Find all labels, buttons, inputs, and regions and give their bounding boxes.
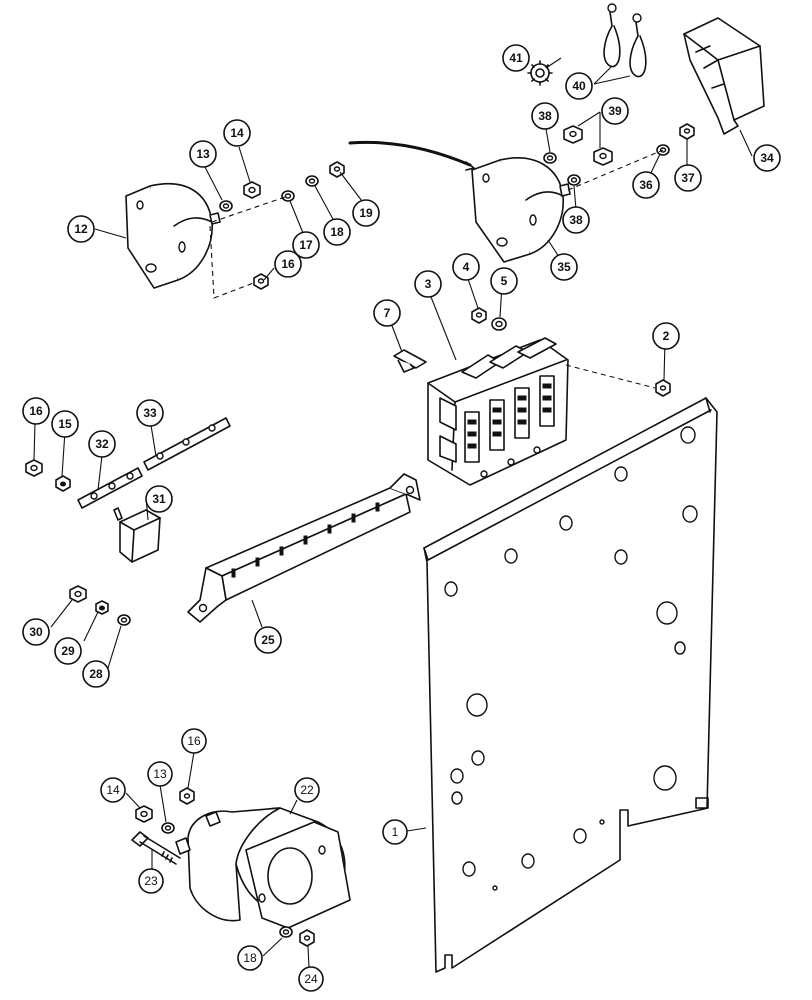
bolt [131,831,181,865]
callout-label: 41 [509,51,523,65]
callout-label: 16 [29,404,43,418]
callout-15: 15 [51,410,79,438]
callout-label: 33 [143,406,157,420]
jumper-bar-32 [77,467,143,509]
callout-37: 37 [674,164,702,192]
callout-label: 35 [557,260,571,274]
callout-3: 3 [414,270,442,298]
callout-label: 29 [61,644,75,658]
callout-22: 22 [294,777,320,803]
callout-label: 12 [74,222,88,236]
callout-label: 38 [538,109,552,123]
callout-label: 30 [29,625,43,639]
callout-label: 16 [281,257,295,271]
callout-label: 13 [196,147,210,161]
callout-label: 18 [243,951,257,965]
callout-34: 34 [753,144,781,172]
callout-30: 30 [22,618,50,646]
callout-16c: 16 [181,728,207,754]
callout-label: 37 [681,171,695,185]
bracket-slots [231,502,380,578]
callout-18: 18 [323,218,351,246]
callout-label: 25 [261,633,275,647]
mounting-straps [603,3,647,78]
cable [348,140,472,167]
callout-35: 35 [550,253,578,281]
callout-label: 14 [230,126,244,140]
relay-lower [175,807,351,929]
callout-39: 39 [601,97,629,125]
callout-1: 1 [382,819,408,845]
callout-38b: 38 [562,206,590,234]
callout-label: 13 [153,767,167,781]
callout-label: 23 [144,874,158,888]
callout-24: 24 [298,966,324,992]
hardware [25,123,695,947]
callout-label: 17 [299,238,313,252]
callout-label: 28 [89,667,103,681]
callout-31: 31 [145,485,173,513]
callout-40: 40 [565,72,593,100]
callout-17: 17 [292,231,320,259]
panel-holes [444,426,698,891]
callout-28: 28 [82,660,110,688]
callout-label: 19 [359,206,373,220]
callout-13b: 13 [147,761,173,787]
callout-label: 18 [330,225,344,239]
callout-label: 5 [501,274,508,288]
callout-label: 14 [106,783,120,797]
callout-14: 14 [223,119,251,147]
terminal-block [427,337,569,486]
relay-upper-left [125,182,221,289]
fuse [393,349,427,373]
callout-19: 19 [352,199,380,227]
callout-12: 12 [67,215,95,243]
callout-label: 40 [572,79,586,93]
callout-16b: 16 [22,397,50,425]
callout-38: 38 [531,102,559,130]
callout-label: 16 [187,734,201,748]
callouts: 12 13 14 16 17 18 19 38 39 41 40 34 37 3… [22,44,781,992]
star-nut [527,60,553,86]
callout-41: 41 [502,44,530,72]
callout-5: 5 [490,267,518,295]
callout-label: 7 [384,306,391,320]
callout-label: 2 [663,329,670,343]
callout-label: 4 [463,260,470,274]
callout-label: 31 [152,492,166,506]
callout-label: 36 [639,178,653,192]
callout-18b: 18 [237,945,263,971]
callout-32: 32 [88,430,116,458]
callout-2: 2 [652,322,680,350]
callout-label: 22 [300,783,314,797]
callout-label: 1 [392,825,399,839]
callout-14b: 14 [100,777,126,803]
cable-arrowhead [465,161,475,171]
callout-label: 32 [95,437,109,451]
relay-upper-right [471,157,571,263]
callout-33: 33 [136,399,164,427]
callout-29: 29 [54,637,82,665]
assembly-lines [209,149,664,389]
bus-bar-bracket [187,473,421,623]
mounting-panel [423,397,718,973]
callout-7: 7 [373,299,401,327]
callout-label: 34 [760,151,774,165]
callout-13: 13 [189,140,217,168]
callout-4: 4 [452,253,480,281]
callout-36: 36 [632,171,660,199]
callout-25: 25 [254,626,282,654]
callout-label: 24 [304,972,318,986]
callout-label: 15 [58,417,72,431]
callout-23: 23 [138,868,164,894]
callout-label: 38 [569,213,583,227]
callout-16: 16 [274,250,302,278]
relay-cover [683,17,765,135]
callout-label: 39 [608,104,622,118]
resistor-block [113,507,161,563]
callout-label: 3 [425,277,432,291]
jumper-bar-33 [143,417,231,471]
